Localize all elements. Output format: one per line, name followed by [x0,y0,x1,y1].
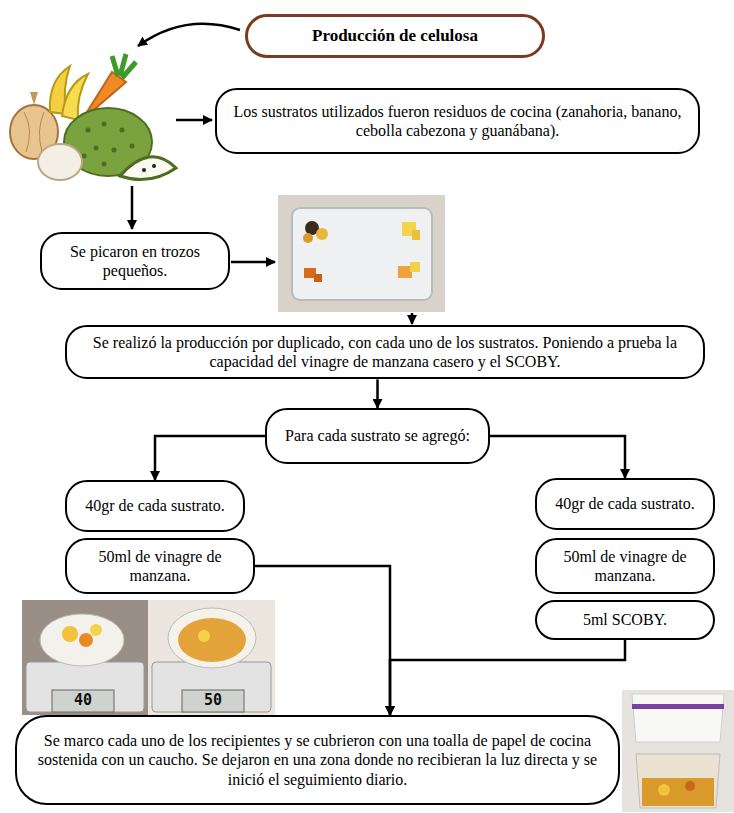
process-box: Se marco cada uno de los recipientes y s… [15,715,620,805]
connector [490,436,625,478]
process-box: 40gr de cada sustrato. [535,478,715,530]
connector [155,436,265,480]
fruit-illustration [10,54,176,180]
substrate-photo [278,195,445,312]
scale-readout: 50 [182,691,244,709]
connector [390,640,625,715]
process-box: 50ml de vinagre de manzana. [535,538,715,594]
process-box: 40gr de cada sustrato. [65,480,245,532]
process-box: 5ml SCOBY. [535,600,715,640]
box-text: Los sustratos utilizados fueron residuos… [229,102,686,140]
box-text: 40gr de cada sustrato. [555,494,695,513]
process-box: Se realizó la producción por duplicado, … [65,325,705,379]
process-box: Los sustratos utilizados fueron residuos… [215,88,700,154]
title-box: Producción de celulosa [245,14,545,58]
process-box: 50ml de vinagre de manzana. [65,538,255,594]
box-text: 40gr de cada sustrato. [85,496,225,515]
box-text: Se picaron en trozos pequeños. [54,242,216,280]
process-box: Se picaron en trozos pequeños. [40,232,230,290]
box-text: 50ml de vinagre de manzana. [79,547,241,585]
box-text: Para cada sustrato se agregó: [285,426,470,445]
box-text: Se realizó la producción por duplicado, … [79,333,691,371]
scale-readout: 40 [52,691,114,709]
covered-containers-photo [622,690,734,812]
connector [376,379,379,408]
box-text: Se marco cada uno de los recipientes y s… [33,731,602,789]
scale-photos [22,600,275,715]
process-box: Para cada sustrato se agregó: [265,408,490,464]
box-text: 50ml de vinagre de manzana. [549,547,701,585]
connector [255,566,390,715]
box-text: Producción de celulosa [312,26,478,46]
box-text: 5ml SCOBY. [583,610,667,629]
